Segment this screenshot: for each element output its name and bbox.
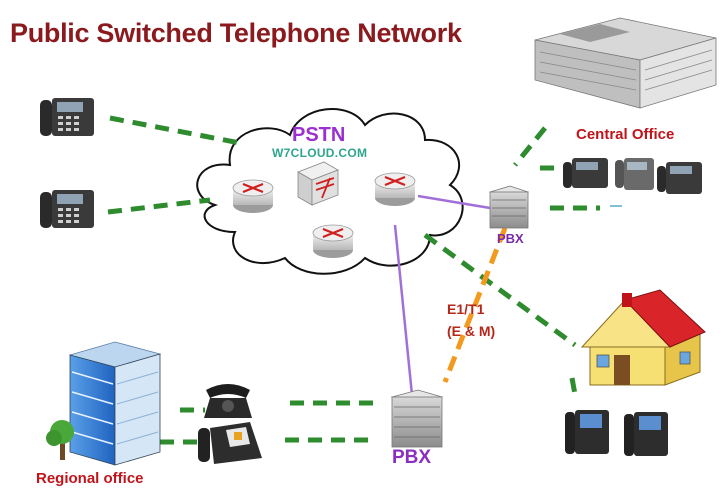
analog-phone-icon	[204, 384, 252, 418]
regional-office-label: Regional office	[36, 470, 144, 487]
ip-phone-icon	[624, 412, 668, 456]
router-icon	[232, 179, 274, 213]
link-cloud-pbx-bottom	[393, 224, 414, 396]
link-router-pbx-top	[417, 194, 491, 210]
trunk-label-line1: E1/T1	[447, 301, 485, 317]
router-icon	[312, 224, 354, 258]
link-house-phones	[569, 377, 579, 401]
pbx-links	[393, 194, 491, 396]
link-phone1-cloud	[109, 115, 241, 146]
ip-phone-icon	[198, 422, 262, 464]
desk-phone-icon	[615, 158, 654, 190]
desk-phone-icon	[40, 98, 94, 136]
pbx-bottom-device	[390, 389, 444, 448]
ip-phone-icon	[565, 410, 609, 454]
desk-phone-icon	[563, 158, 608, 188]
desk-phone-icon	[657, 162, 702, 194]
link-co-up	[513, 126, 547, 167]
desk-phone-icon	[40, 190, 94, 228]
pbx-top-device	[488, 185, 530, 229]
trunk-label-line2: (E & M)	[447, 323, 496, 339]
watermark-text: W7CLOUD.COM	[272, 146, 368, 160]
page-title: Public Switched Telephone Network	[10, 18, 462, 48]
pstn-label: PSTN	[292, 124, 346, 146]
switch-icon	[297, 161, 339, 206]
pbx-top-label: PBX	[497, 231, 524, 246]
trunk-line	[442, 227, 508, 383]
dashed-links	[107, 115, 600, 445]
link-phone2-cloud	[107, 197, 211, 215]
central-office-label: Central Office	[576, 126, 675, 143]
tree-icon	[46, 420, 74, 460]
link-cloud-house	[423, 232, 577, 348]
pbx-bottom-label: PBX	[392, 447, 432, 468]
trunk-label: E1/T1 (E & M)	[447, 298, 495, 342]
router-icon	[374, 172, 416, 206]
central-office-building-icon	[534, 17, 717, 109]
regional-office-building-icon	[68, 341, 162, 466]
house-icon	[580, 289, 706, 386]
